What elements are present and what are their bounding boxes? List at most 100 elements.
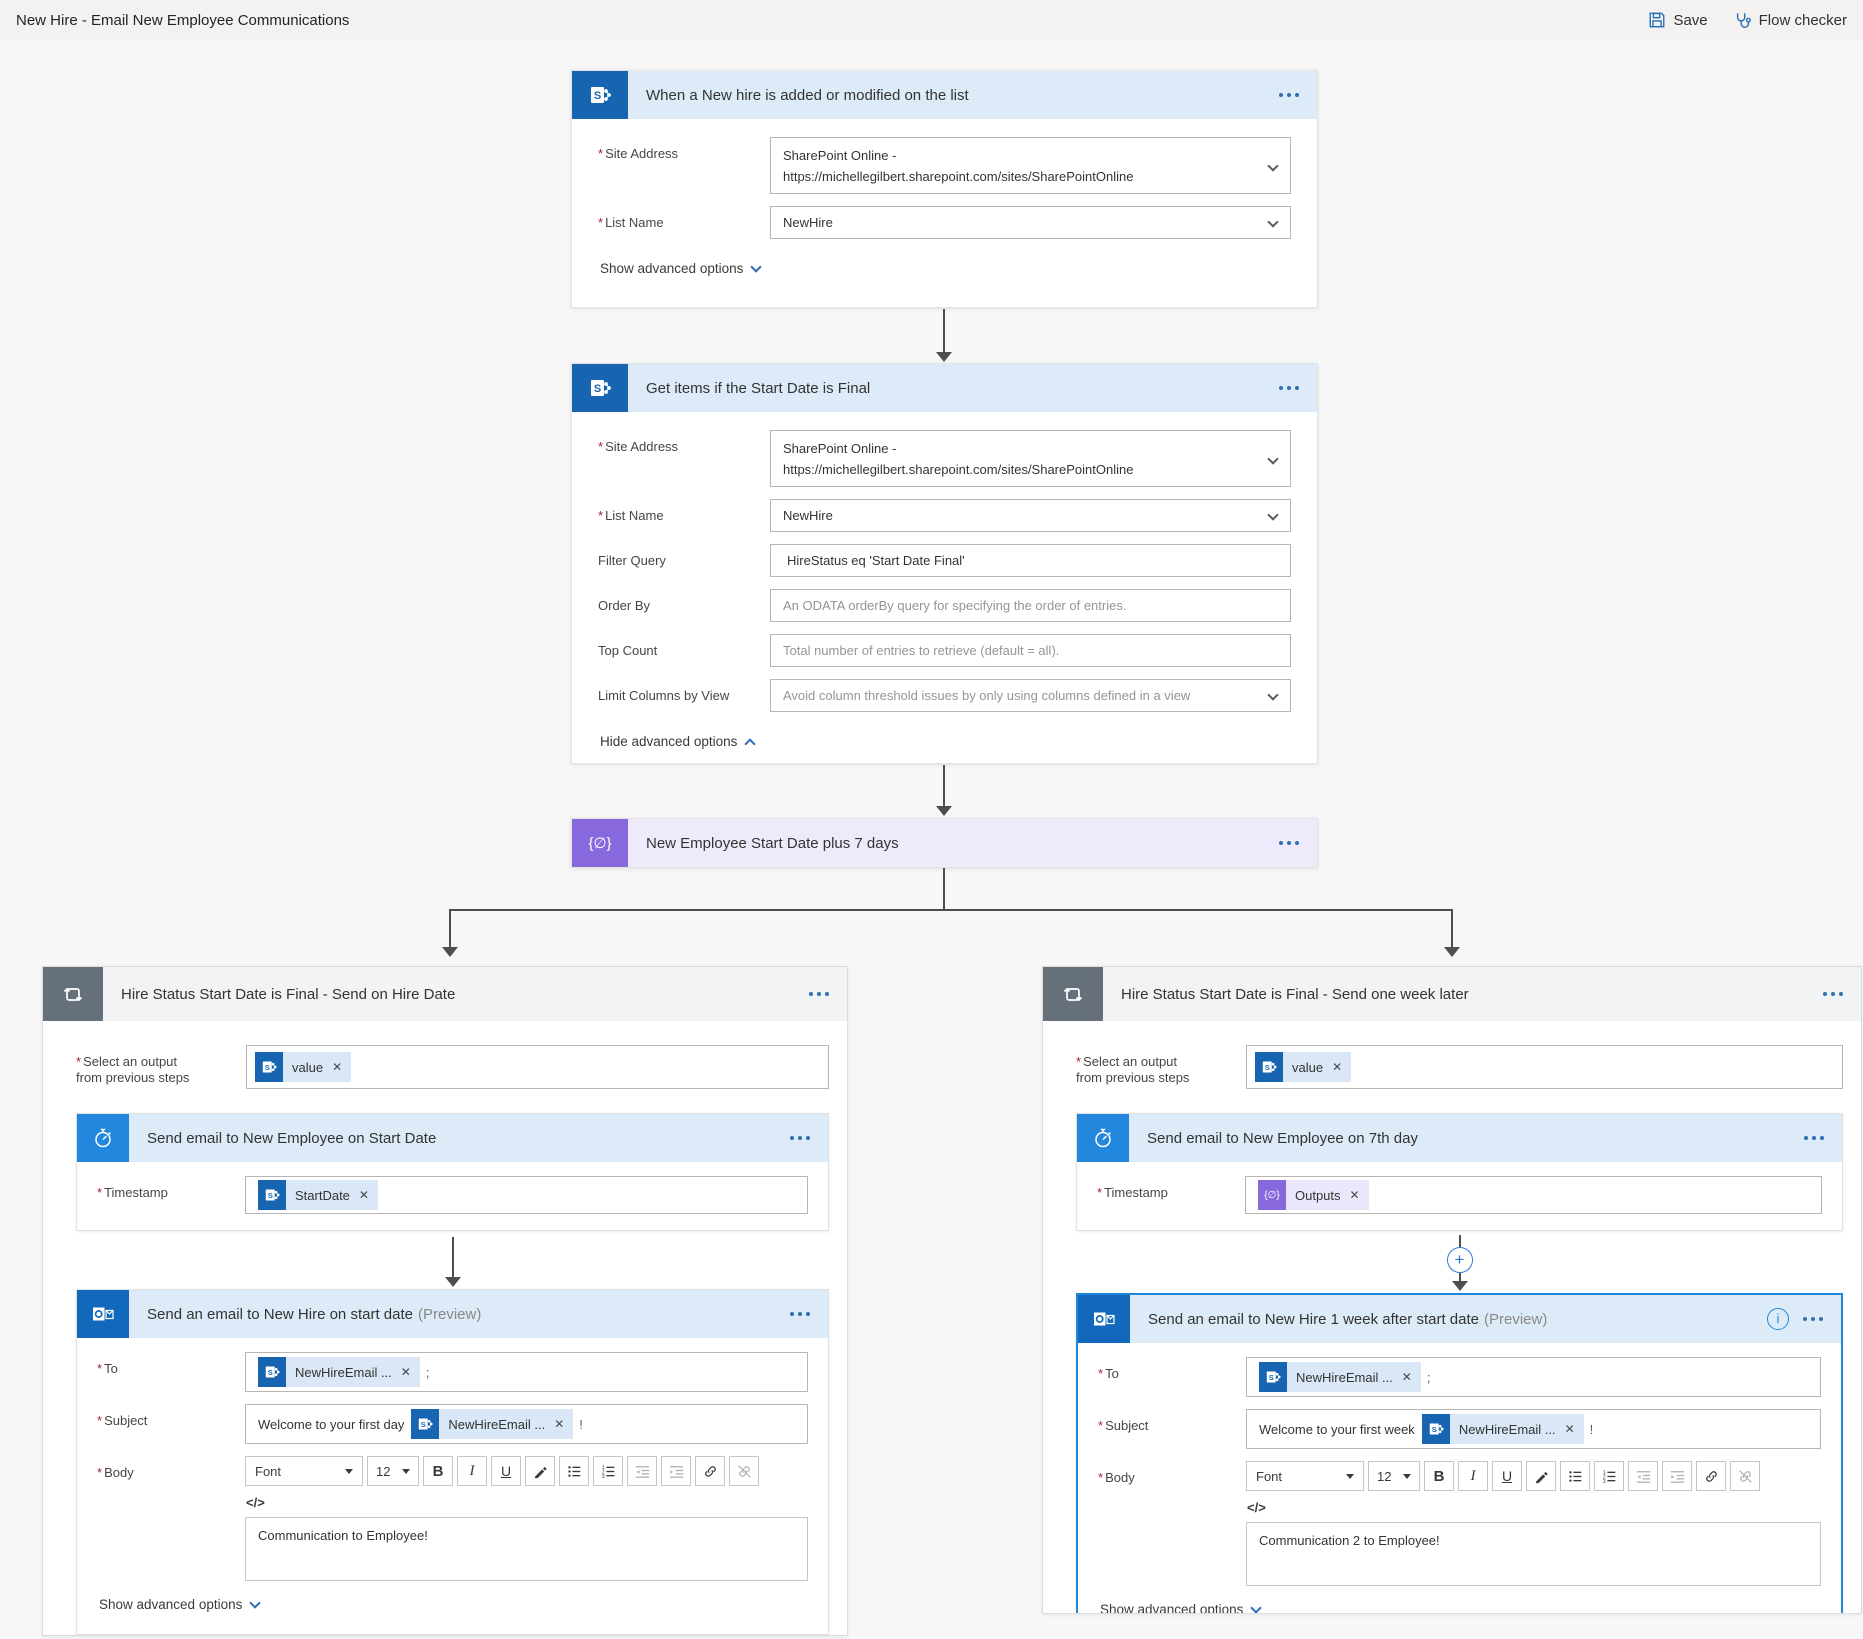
newhireemail-token[interactable]: S NewHireEmail ... ✕	[411, 1409, 574, 1439]
italic-button[interactable]: I	[1458, 1461, 1488, 1491]
select-output-input[interactable]: S value ✕	[246, 1045, 829, 1089]
timestamp-input[interactable]: S StartDate ✕	[245, 1176, 808, 1214]
to-input[interactable]: S NewHireEmail ... ✕ ;	[245, 1352, 808, 1392]
chevron-down-icon	[750, 260, 763, 273]
value-token[interactable]: S value ✕	[255, 1052, 352, 1082]
more-menu-icon[interactable]	[1265, 83, 1317, 107]
more-menu-icon[interactable]	[776, 1302, 828, 1326]
font-select[interactable]: Font	[1246, 1461, 1364, 1491]
more-menu-icon[interactable]	[1265, 831, 1317, 855]
get-items-card-header[interactable]: S Get items if the Start Date is Final	[572, 364, 1317, 412]
underline-button[interactable]: U	[491, 1456, 521, 1486]
subject-input[interactable]: Welcome to your first day S NewHireEmail…	[245, 1404, 808, 1444]
insert-step-button[interactable]: +	[1446, 1247, 1473, 1273]
newhireemail-token[interactable]: S NewHireEmail ... ✕	[1421, 1414, 1584, 1444]
body-editor[interactable]: Communication 2 to Employee!	[1246, 1522, 1821, 1586]
site-address-input[interactable]: SharePoint Online - https://michellegilb…	[770, 430, 1291, 487]
bold-button[interactable]: B	[423, 1456, 453, 1486]
chevron-down-icon[interactable]	[1267, 453, 1279, 465]
show-advanced-options-link[interactable]: Show advanced options	[1098, 1592, 1263, 1613]
delay-card-right-header[interactable]: Send email to New Employee on 7th day	[1077, 1114, 1842, 1162]
italic-button[interactable]: I	[457, 1456, 487, 1486]
subject-input[interactable]: Welcome to your first week S NewHireEmai…	[1246, 1409, 1821, 1449]
newhireemail-token[interactable]: S NewHireEmail ... ✕	[258, 1357, 420, 1387]
startdate-token[interactable]: S StartDate ✕	[258, 1180, 378, 1210]
link-button[interactable]	[695, 1456, 725, 1486]
remove-token-icon[interactable]: ✕	[332, 1060, 343, 1074]
apply-to-each-left-header[interactable]: Hire Status Start Date is Final - Send o…	[43, 967, 847, 1021]
list-name-input[interactable]: NewHire	[770, 206, 1291, 239]
chevron-down-icon[interactable]	[1267, 509, 1279, 521]
more-menu-icon[interactable]	[1265, 376, 1317, 400]
unlink-button[interactable]	[729, 1456, 759, 1486]
underline-button[interactable]: U	[1492, 1461, 1522, 1491]
chevron-down-icon[interactable]	[1267, 689, 1279, 701]
delay-card-left-header[interactable]: Send email to New Employee on Start Date	[77, 1114, 828, 1162]
hide-advanced-options-link[interactable]: Hide advanced options	[598, 724, 757, 763]
newhireemail-token[interactable]: S NewHireEmail ... ✕	[1259, 1362, 1421, 1392]
bullet-list-button[interactable]	[1560, 1461, 1590, 1491]
timer-icon	[1077, 1114, 1129, 1162]
connector-arrow	[1444, 947, 1460, 957]
bullet-list-button[interactable]	[559, 1456, 589, 1486]
bold-button[interactable]: B	[1424, 1461, 1454, 1491]
email-card-left-title: Send an email to New Hire on start date(…	[147, 1305, 482, 1323]
more-menu-icon[interactable]	[1790, 1126, 1842, 1150]
email-card-left-header[interactable]: Send an email to New Hire on start date(…	[77, 1290, 828, 1338]
timestamp-input[interactable]: {∅} Outputs ✕	[1245, 1176, 1822, 1214]
highlight-pen-button[interactable]	[525, 1456, 555, 1486]
unlink-button[interactable]	[1730, 1461, 1760, 1491]
remove-token-icon[interactable]: ✕	[554, 1417, 565, 1431]
save-button[interactable]: Save	[1648, 11, 1708, 29]
remove-token-icon[interactable]: ✕	[400, 1365, 411, 1379]
indent-button[interactable]	[1662, 1461, 1692, 1491]
caret-down-icon	[402, 1468, 410, 1474]
font-size-select[interactable]: 12	[1368, 1461, 1420, 1491]
flow-checker-button[interactable]: Flow checker	[1734, 11, 1847, 29]
limit-columns-input[interactable]: Avoid column threshold issues by only us…	[770, 679, 1291, 712]
remove-token-icon[interactable]: ✕	[1564, 1422, 1575, 1436]
show-advanced-options-link[interactable]: Show advanced options	[598, 251, 763, 290]
indent-button[interactable]	[661, 1456, 691, 1486]
code-view-button[interactable]: </>	[246, 1494, 265, 1510]
outputs-token[interactable]: {∅} Outputs ✕	[1258, 1180, 1369, 1210]
to-input[interactable]: S NewHireEmail ... ✕ ;	[1246, 1357, 1821, 1397]
more-menu-icon[interactable]	[1809, 982, 1861, 1006]
outdent-button[interactable]	[1628, 1461, 1658, 1491]
more-menu-icon[interactable]	[776, 1126, 828, 1150]
site-address-input[interactable]: SharePoint Online - https://michellegilb…	[770, 137, 1291, 194]
order-by-input[interactable]: An ODATA orderBy query for specifying th…	[770, 589, 1291, 622]
remove-token-icon[interactable]: ✕	[1332, 1060, 1343, 1074]
select-output-input[interactable]: S value ✕	[1246, 1045, 1843, 1089]
outdent-button[interactable]	[627, 1456, 657, 1486]
body-editor[interactable]: Communication to Employee!	[245, 1517, 808, 1581]
remove-token-icon[interactable]: ✕	[1349, 1188, 1360, 1202]
trigger-card-header[interactable]: S When a New hire is added or modified o…	[572, 71, 1317, 119]
more-menu-icon[interactable]	[1789, 1307, 1841, 1331]
email-card-right-header[interactable]: Send an email to New Hire 1 week after s…	[1078, 1295, 1841, 1343]
link-button[interactable]	[1696, 1461, 1726, 1491]
code-view-button[interactable]: </>	[1247, 1499, 1266, 1515]
filter-query-input[interactable]: HireStatus eq 'Start Date Final'	[770, 544, 1291, 577]
top-count-input[interactable]: Total number of entries to retrieve (def…	[770, 634, 1291, 667]
chevron-down-icon[interactable]	[1267, 216, 1279, 228]
list-name-input[interactable]: NewHire	[770, 499, 1291, 532]
apply-to-each-right-header[interactable]: Hire Status Start Date is Final - Send o…	[1043, 967, 1861, 1021]
delay-card-left-title: Send email to New Employee on Start Date	[147, 1129, 437, 1147]
show-advanced-options-link[interactable]: Show advanced options	[97, 1587, 262, 1626]
svg-text:2: 2	[601, 1469, 604, 1475]
more-menu-icon[interactable]	[795, 982, 847, 1006]
highlight-pen-button[interactable]	[1526, 1461, 1556, 1491]
compose-card-header[interactable]: {∅} New Employee Start Date plus 7 days	[572, 819, 1317, 867]
chevron-down-icon[interactable]	[1267, 160, 1279, 172]
font-select[interactable]: Font	[245, 1456, 363, 1486]
caret-down-icon	[345, 1468, 353, 1474]
remove-token-icon[interactable]: ✕	[358, 1188, 369, 1202]
font-size-select[interactable]: 12	[367, 1456, 419, 1486]
remove-token-icon[interactable]: ✕	[1401, 1370, 1412, 1384]
value-token[interactable]: S value ✕	[1255, 1052, 1352, 1082]
info-icon[interactable]: i	[1767, 1308, 1789, 1330]
